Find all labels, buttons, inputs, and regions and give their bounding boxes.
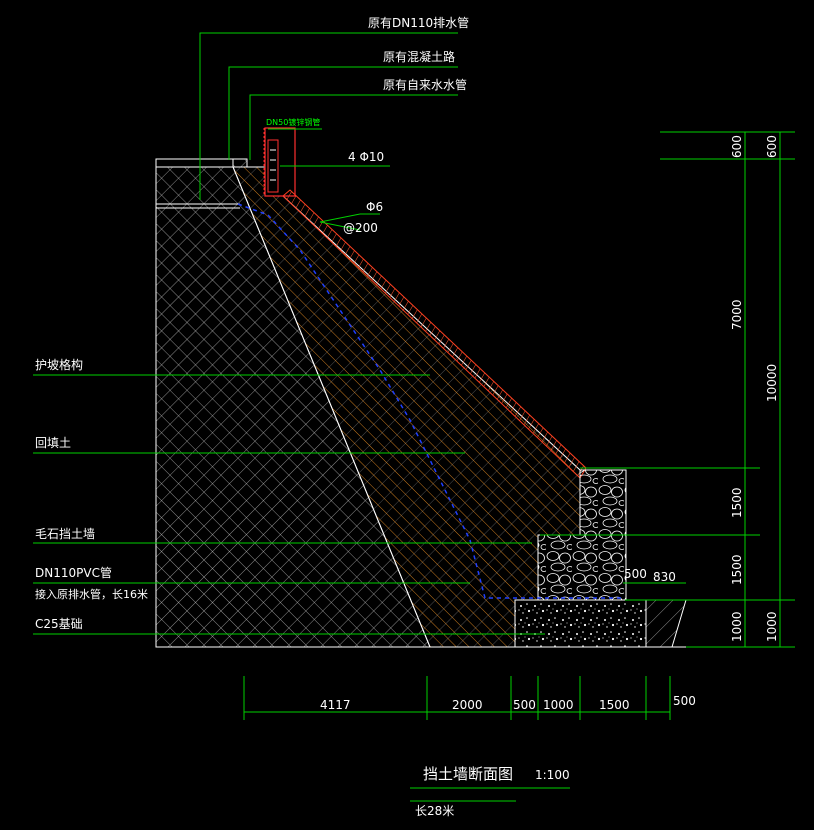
dim-bottom-5: 500 [673,694,696,708]
title-main: 挡土墙断面图 [423,765,513,783]
dim-right-outer-2: 1000 [765,611,779,642]
label-water-pipe-existing: 原有自来水水管 [383,77,467,92]
dim-right-small-0: 500 [624,567,647,581]
title-length-note: 长28米 [415,804,454,818]
label-dn50-pipe: DN50镀锌钢管 [266,117,320,127]
dim-bottom-2: 500 [513,698,536,712]
label-rebar-tie-spacing: @200 [343,221,378,235]
label-c25-foundation: C25基础 [35,617,83,631]
dn50-pipe-cage [263,127,296,197]
foundation-block [514,599,687,648]
drawing-title: 挡土墙断面图 1:100 长28米 [415,765,570,818]
dim-bottom-0: 4117 [320,698,351,712]
label-slope-lattice: 护坡格构 [35,357,83,372]
dim-bottom-1: 2000 [452,698,483,712]
dim-right-inner-2: 1500 [730,487,744,518]
title-scale: 1:100 [535,768,570,782]
dim-right-inner-1: 7000 [730,299,744,330]
label-rubble-wall: 毛石挡土墙 [35,527,95,541]
label-pvc-pipe-note: 接入原排水管，长16米 [35,587,148,601]
label-concrete-road-existing: 原有混凝土路 [383,49,455,64]
label-rebar-tie-dia: Φ6 [366,200,383,214]
rubble-wall-body [155,158,431,648]
bottom-dimensions: 4117 2000 500 1000 1500 500 [320,694,696,712]
dim-right-small-1: 830 [653,570,676,584]
leader-lines [33,32,795,802]
label-drain-pipe-existing: 原有DN110排水管 [368,15,469,30]
right-dimensions: 600 7000 1500 1500 1000 600 10000 1000 5… [624,135,779,642]
callout-labels: 原有DN110排水管 原有混凝土路 原有自来水水管 DN50镀锌钢管 4 Φ10… [35,15,469,631]
label-backfill: 回填土 [35,436,71,450]
dim-right-outer-1: 10000 [765,364,779,402]
dim-right-outer-0: 600 [765,135,779,158]
dim-right-inner-0: 600 [730,135,744,158]
dim-right-inner-4: 1000 [730,611,744,642]
label-pvc-pipe: DN110PVC管 [35,565,112,580]
dim-right-inner-3: 1500 [730,554,744,585]
label-rebar-main: 4 Φ10 [348,150,384,164]
dim-bottom-3: 1000 [543,698,574,712]
dim-bottom-4: 1500 [599,698,630,712]
